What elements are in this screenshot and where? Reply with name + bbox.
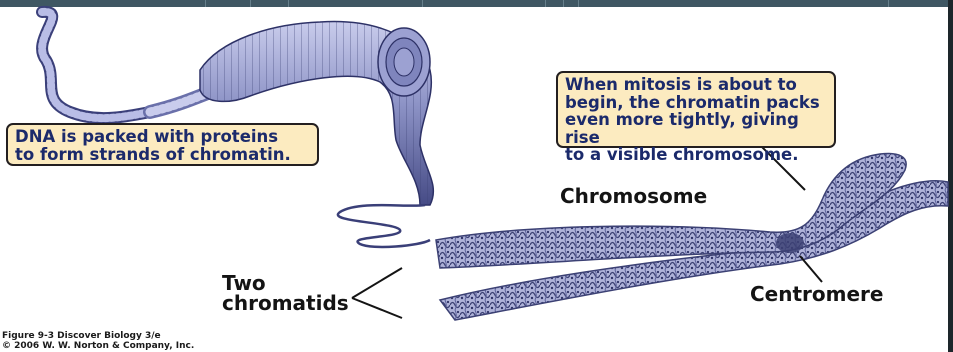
chromatid-upper [436,154,906,268]
chromatids-label: Two chromatids [222,273,349,313]
centromere-pointer [800,256,822,282]
chromosome-label: Chromosome [560,186,707,206]
dna-callout: DNA is packed with proteins to form stra… [6,123,319,166]
chromatin-thread [338,205,430,247]
centromere-label: Centromere [750,284,883,304]
dna-helix [42,12,210,118]
centromere-region [776,233,804,253]
chromatids-pointer-lower [352,298,402,318]
chromatin-coil [200,22,433,205]
chromatids-pointer-upper [352,268,402,298]
mitosis-callout: When mitosis is about to begin, the chro… [556,71,836,148]
figure-credit: Figure 9-3 Discover Biology 3/e © 2006 W… [2,331,194,351]
